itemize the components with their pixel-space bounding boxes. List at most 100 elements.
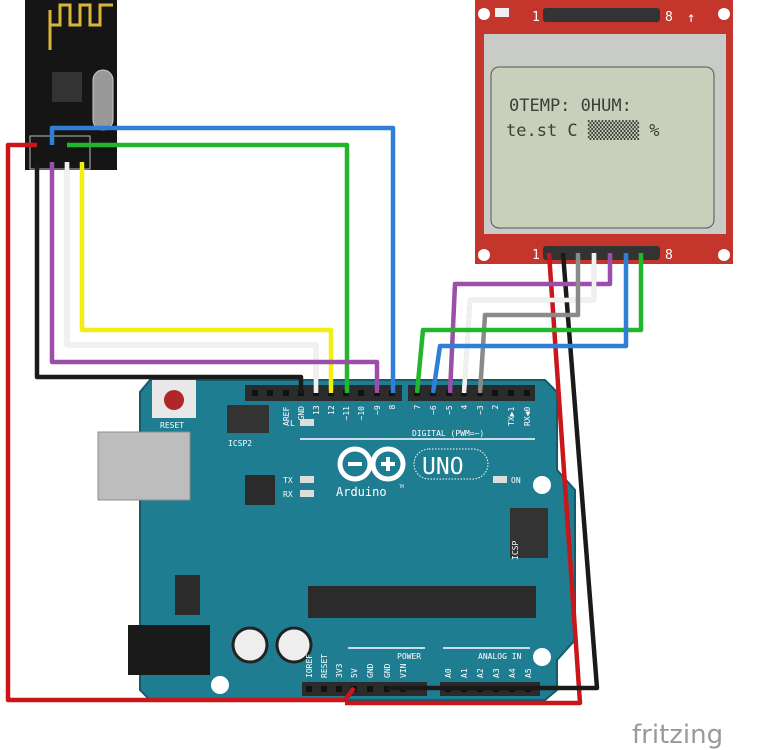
black-gnd-wire[interactable] (34, 162, 304, 393)
digital-pin-label: 13 (312, 405, 321, 415)
green-mosi-wire[interactable] (67, 142, 350, 393)
power-pin-label: GND (383, 663, 392, 678)
lcd-screen (490, 66, 715, 229)
digital-pin-label: 2 (491, 405, 500, 410)
power-pin-label: 3V3 (335, 663, 344, 678)
purple-ce-wire[interactable] (49, 162, 380, 393)
digital-header-high (245, 385, 402, 401)
digital-pin-label: 4 (460, 405, 469, 410)
icsp-header (510, 508, 548, 558)
header-pin[interactable] (283, 390, 289, 396)
analog-pin-label: A2 (476, 668, 485, 678)
uno-text: UNO (422, 454, 464, 480)
digital-pin-label: ~6 (429, 405, 438, 415)
analog-pin-label: A4 (508, 668, 517, 678)
crystal (92, 69, 114, 131)
led-l-label: L (290, 419, 295, 428)
pcb-antenna (48, 3, 113, 50)
mount-hole (533, 476, 551, 494)
lcd-top-pin8-label: 8 (665, 10, 673, 25)
led-l (300, 419, 314, 426)
uno-badge (413, 448, 489, 480)
icsp-label: ICSP (511, 541, 520, 560)
yellow-miso-wire[interactable] (79, 162, 334, 393)
reset-label: RESET (160, 421, 184, 430)
red-vcc-wire[interactable] (5, 142, 356, 703)
nokia5110-lcd: 1 8 ↑ 0TEMP: 0HUM: te.st C ▒▒▒▒▒ % 1 8 (475, 0, 733, 264)
power-pin[interactable] (367, 686, 373, 692)
power-label: POWER (397, 652, 421, 661)
digital-pin-label: GND (297, 406, 306, 421)
power-pin[interactable] (306, 686, 312, 692)
led-rx (300, 490, 314, 497)
blue-lcd-wire[interactable] (430, 253, 629, 394)
power-pin-label: RESET (320, 654, 329, 678)
lcd-top-header (543, 8, 660, 22)
analog-label: ANALOG IN (478, 652, 522, 661)
mount-hole (211, 676, 229, 694)
header-pin[interactable] (508, 390, 514, 396)
digital-pin-label: ~11 (342, 406, 351, 421)
fritzing-watermark: fritzing (632, 720, 723, 750)
header-pin[interactable] (446, 390, 452, 396)
power-jack (128, 625, 210, 675)
red-lcd-vcc-wire[interactable] (345, 252, 583, 706)
digital-label: DIGITAL (PWM=~) (412, 429, 484, 438)
white-sck-wire[interactable] (64, 162, 319, 393)
led-tx (300, 476, 314, 483)
digital-pin-label: RX◀0 (523, 407, 532, 426)
power-pin-label: VIN (399, 663, 408, 678)
header-pin[interactable] (252, 390, 258, 396)
lcd-top-pin1-label: 1 (532, 10, 540, 25)
nrf-pin-header (29, 135, 91, 170)
header-pin[interactable] (358, 390, 364, 396)
regulator (175, 575, 200, 615)
digital-pin-label: 7 (413, 405, 422, 410)
arduino-text: Arduino (336, 485, 387, 499)
header-pin[interactable] (267, 390, 273, 396)
lcd-line2: te.st C ▒▒▒▒▒ % (506, 120, 660, 141)
led-tx-label: TX (283, 476, 293, 485)
led-on (493, 476, 507, 483)
wires (5, 125, 644, 706)
power-pin[interactable] (321, 686, 327, 692)
led-on-label: ON (511, 476, 521, 485)
analog-pin-label: A3 (492, 668, 501, 678)
mount-hole (533, 648, 551, 666)
analog-pin-label: A0 (444, 668, 453, 678)
atmega-chip (308, 586, 536, 618)
arduino-logo (337, 446, 406, 482)
arrow-icon: ↑ (687, 10, 695, 26)
power-pin-label: 5V (350, 668, 359, 678)
nrf24l01-module (25, 0, 117, 170)
lcd-bottom-pin1-label: 1 (532, 248, 540, 263)
digital-pin-label: ~5 (445, 405, 454, 415)
reset-button[interactable] (164, 390, 184, 410)
green-lcd-wire[interactable] (414, 253, 644, 394)
black-lcd-gnd-wire[interactable] (387, 252, 600, 691)
icsp2-label: ICSP2 (228, 439, 252, 448)
digital-pin-label: ~10 (357, 406, 366, 421)
rf-chip (52, 72, 82, 102)
usb-connector (97, 431, 191, 501)
digital-pin-label: TX▶1 (507, 407, 516, 426)
power-header (302, 682, 427, 696)
header-pin[interactable] (524, 390, 530, 396)
analog-pin-label: A1 (460, 668, 469, 678)
gray-lcd-wire[interactable] (477, 253, 581, 394)
lcd-bottom-pin8-label: 8 (665, 248, 673, 263)
power-pin[interactable] (336, 686, 342, 692)
purple-lcd-wire[interactable] (447, 253, 613, 394)
led-rx-label: RX (283, 490, 293, 499)
icsp2-header (227, 405, 269, 433)
digital-pin-label: AREF (282, 407, 291, 426)
header-pin[interactable] (492, 390, 498, 396)
digital-pin-label: 12 (327, 405, 336, 415)
blue-csn-wire[interactable] (49, 125, 396, 393)
lcd-line1: 0TEMP: 0HUM: (509, 96, 632, 116)
digital-pin-label: ~9 (373, 405, 382, 415)
power-pin-label: IOREF (305, 654, 314, 678)
